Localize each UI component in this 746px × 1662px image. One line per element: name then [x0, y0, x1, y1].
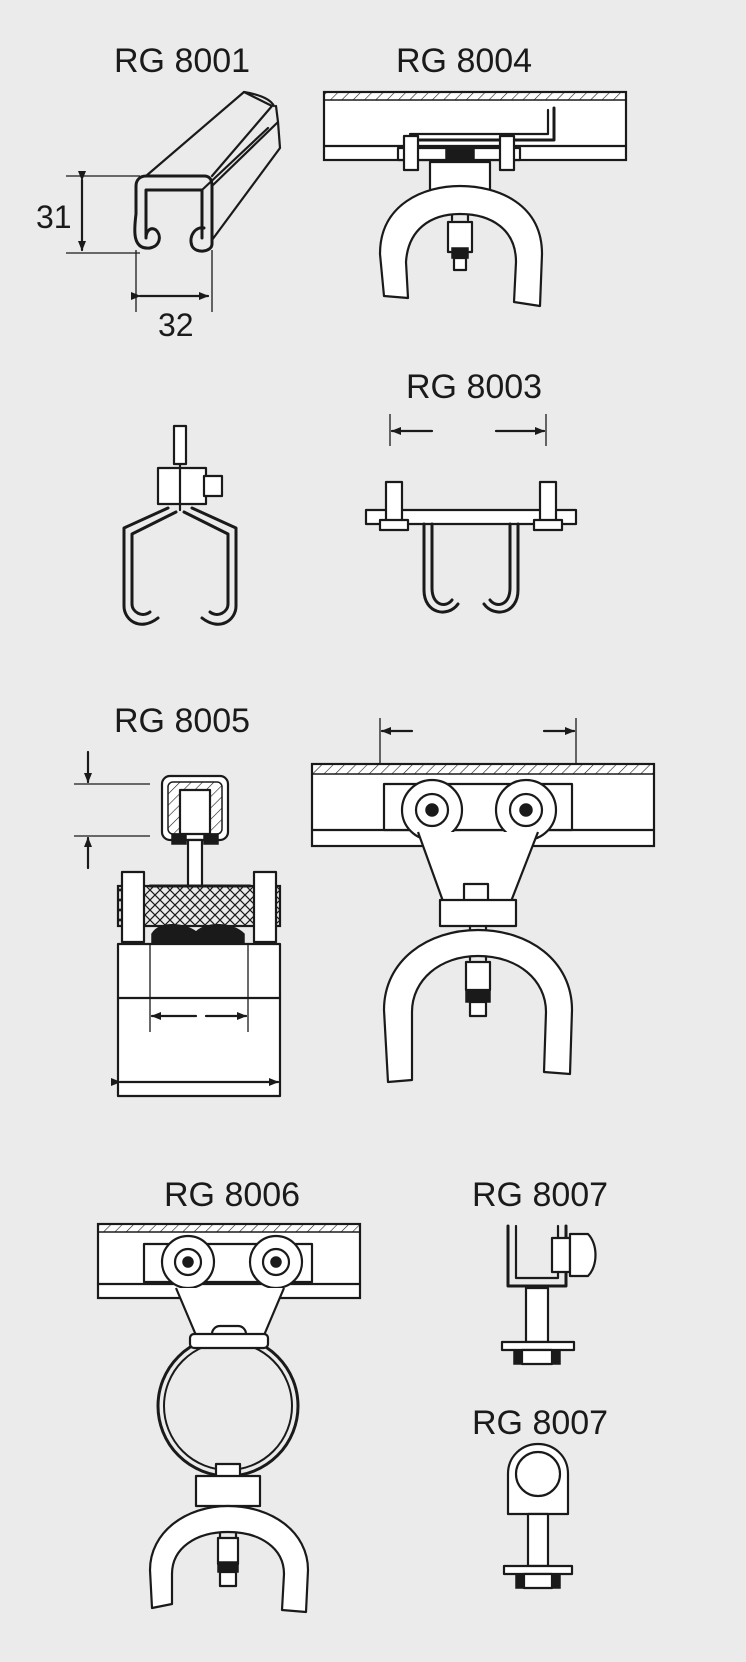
rg8006-drawing: RG 8006 — [96, 1176, 362, 1614]
rg8006-label: RG 8006 — [164, 1176, 300, 1214]
hanger-drawing — [122, 424, 238, 626]
rg8001-drawing: RG 8001 31 32 — [36, 42, 282, 343]
dimension-width-label: 32 — [158, 307, 194, 343]
rg8004-drawing: RG 8004 — [322, 42, 628, 308]
rg8001-label: RG 8001 — [114, 42, 250, 80]
rg8005-label: RG 8005 — [114, 702, 250, 740]
rg8003-label: RG 8003 — [406, 368, 542, 406]
rg8007-bottom-drawing: RG 8007 — [472, 1404, 608, 1590]
rg8005-drawing: RG 8005 — [74, 702, 282, 1098]
rg8007-top-label: RG 8007 — [472, 1176, 608, 1214]
trolley-saddle-drawing — [310, 718, 656, 1084]
dimension-height-label: 31 — [36, 199, 72, 235]
rg8007-bottom-label: RG 8007 — [472, 1404, 608, 1442]
rg8004-label: RG 8004 — [396, 42, 532, 80]
rg8003-drawing: RG 8003 — [364, 368, 578, 614]
rg8007-top-drawing: RG 8007 — [472, 1176, 608, 1366]
